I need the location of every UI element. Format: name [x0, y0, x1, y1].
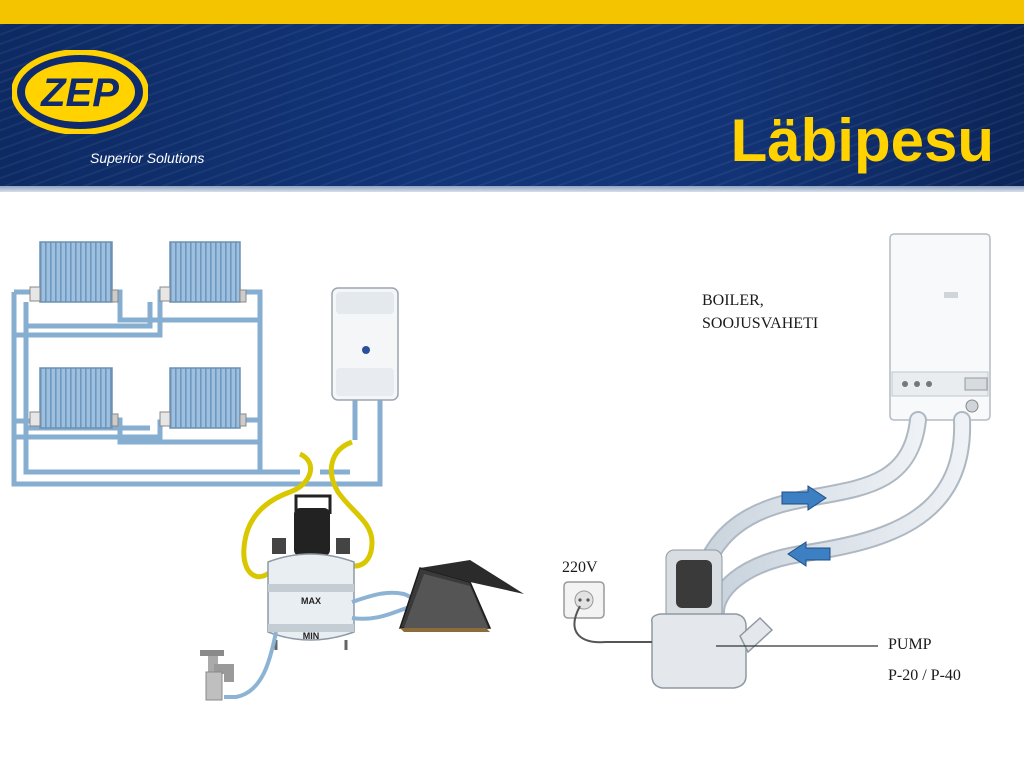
- power-cable: [573, 605, 652, 644]
- max-label: MAX: [301, 596, 321, 606]
- flushing-diagram: MAX MIN BOILER, SOOJUSVAHETI: [11, 233, 991, 701]
- radiator-top-left: [29, 241, 119, 303]
- radiator-bottom-left: [29, 367, 119, 429]
- radiator-bottom-right: [159, 367, 247, 429]
- slide-title: Läbipesu: [730, 107, 994, 174]
- radiator-top-right: [159, 241, 247, 303]
- min-label: MIN: [303, 631, 320, 641]
- flow-arrow-left: [787, 541, 831, 567]
- voltage-label: 220V: [562, 559, 598, 576]
- flushing-unit: MAX MIN: [267, 494, 355, 650]
- boiler-heat-exchanger: [889, 233, 991, 421]
- tagline: Superior Solutions: [90, 150, 205, 166]
- wall-boiler-left: [331, 287, 399, 401]
- power-socket: [563, 581, 605, 619]
- pump-unit: [650, 549, 774, 689]
- pump-label: PUMP: [888, 636, 932, 653]
- flushing-hoses: [691, 411, 972, 621]
- svg-text:ZEP: ZEP: [40, 71, 119, 115]
- slide-header: [0, 24, 1024, 186]
- zep-logo: ZEP: [12, 50, 148, 134]
- heating-pipe-network: [11, 289, 383, 487]
- flow-arrow-right: [781, 485, 827, 511]
- boiler-label-line2: SOOJUSVAHETI: [702, 315, 818, 332]
- pump-models-label: P-20 / P-40: [888, 667, 961, 684]
- boiler-label-line1: BOILER,: [702, 292, 764, 309]
- water-tap: [200, 650, 234, 701]
- top-accent-bar: [0, 0, 1024, 24]
- floor-drain: [398, 560, 524, 632]
- yellow-hoses: [241, 439, 375, 580]
- header-divider: [0, 186, 1024, 192]
